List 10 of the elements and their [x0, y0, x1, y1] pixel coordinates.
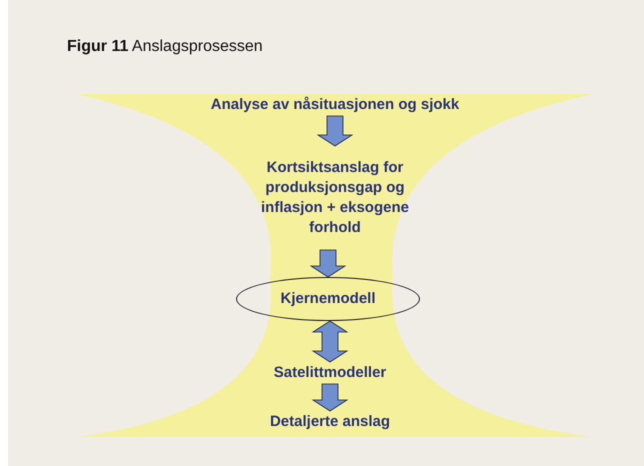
block-arrow — [312, 384, 348, 412]
node-label: Analyse av nåsituasjonen og sjokk — [165, 94, 505, 116]
model-ellipse: Kjernemodell — [236, 277, 420, 321]
node-label: Kortsiktsanslag for produksjonsgap og inflasjon + eksogene forhold — [240, 146, 430, 250]
double-block-arrow — [312, 320, 348, 362]
block-arrow — [310, 250, 346, 278]
node-label: Satelittmodeller — [250, 362, 410, 384]
block-arrow — [316, 116, 354, 146]
node-label: Detaljerte anslag — [245, 411, 415, 433]
figure-title: Figur 11 Anslagsprosessen — [67, 38, 263, 56]
